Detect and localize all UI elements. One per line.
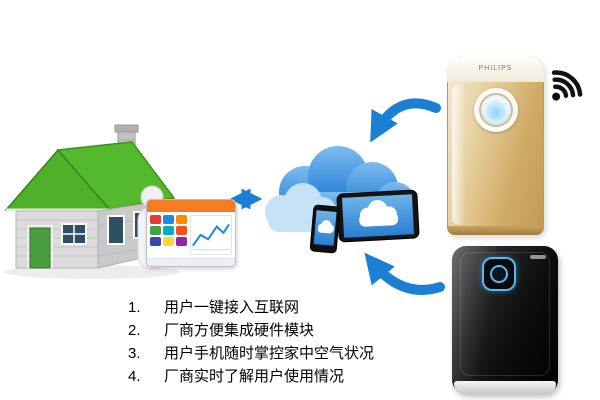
app-tile [176, 215, 187, 224]
list-item-text: 厂商实时了解用户使用情况 [164, 368, 345, 385]
purifier-display-ring [490, 265, 508, 283]
list-item-text: 用户一键接入互联网 [164, 299, 300, 316]
app-icon-grid [150, 215, 187, 255]
list-item-text: 用户手机随时掌控家中空气状况 [164, 345, 375, 362]
app-chart-card [190, 215, 232, 255]
app-line-chart [192, 223, 230, 251]
air-purifier-philips: PHILIPS [447, 56, 544, 235]
list-item: 1. 用户一键接入互联网 [128, 296, 374, 319]
list-item: 3. 用户手机随时掌控家中空气状况 [128, 342, 374, 365]
list-item-text: 厂商方便集成硬件模块 [164, 322, 315, 339]
list-item-number: 1. [128, 299, 141, 316]
smartphone-app-screen [146, 199, 236, 267]
door [29, 227, 51, 269]
cloud-network-icon [265, 146, 420, 254]
curved-arrow-bottom-icon [364, 252, 445, 295]
app-tile [176, 237, 187, 246]
app-tile [176, 226, 187, 235]
app-tile [163, 237, 174, 246]
side-window-left [107, 215, 125, 245]
app-tile [163, 226, 174, 235]
purifier-brand-badge [530, 255, 546, 259]
tablet-screen-cloud [359, 200, 399, 227]
purifier-dial-glow [484, 99, 507, 121]
front-window [61, 223, 87, 245]
feature-list: 1. 用户一键接入互联网 2. 厂商方便集成硬件模块 3. 用户手机随时掌控家中… [128, 296, 374, 388]
app-body [147, 212, 235, 258]
app-tile [163, 215, 174, 224]
purifier-control-dial [473, 88, 518, 132]
wifi-icon [551, 70, 583, 101]
tablet-device [336, 189, 420, 243]
purifier-base [454, 381, 556, 394]
purifier-display [484, 259, 514, 289]
curved-arrow-top-icon [370, 98, 441, 143]
smartphone-device [309, 204, 341, 254]
app-tile [150, 215, 161, 224]
air-purifier-black [452, 246, 558, 394]
purifier-top-panel: PHILIPS [447, 56, 544, 82]
purifier-base [447, 226, 544, 235]
list-item-number: 4. [128, 368, 141, 385]
app-tile [150, 237, 161, 246]
list-item: 4. 厂商实时了解用户使用情况 [128, 365, 374, 388]
purifier-panel-outline [460, 252, 550, 376]
purifier-highlight [452, 84, 466, 225]
list-item: 2. 厂商方便集成硬件模块 [128, 319, 374, 342]
list-item-number: 3. [128, 345, 141, 362]
app-header-bar [147, 200, 235, 212]
philips-brand-label: PHILIPS [478, 65, 513, 72]
phone-screen-cloud [317, 220, 335, 234]
list-item-number: 2. [128, 322, 141, 339]
app-tile [150, 226, 161, 235]
app-footer-bar [147, 258, 235, 266]
